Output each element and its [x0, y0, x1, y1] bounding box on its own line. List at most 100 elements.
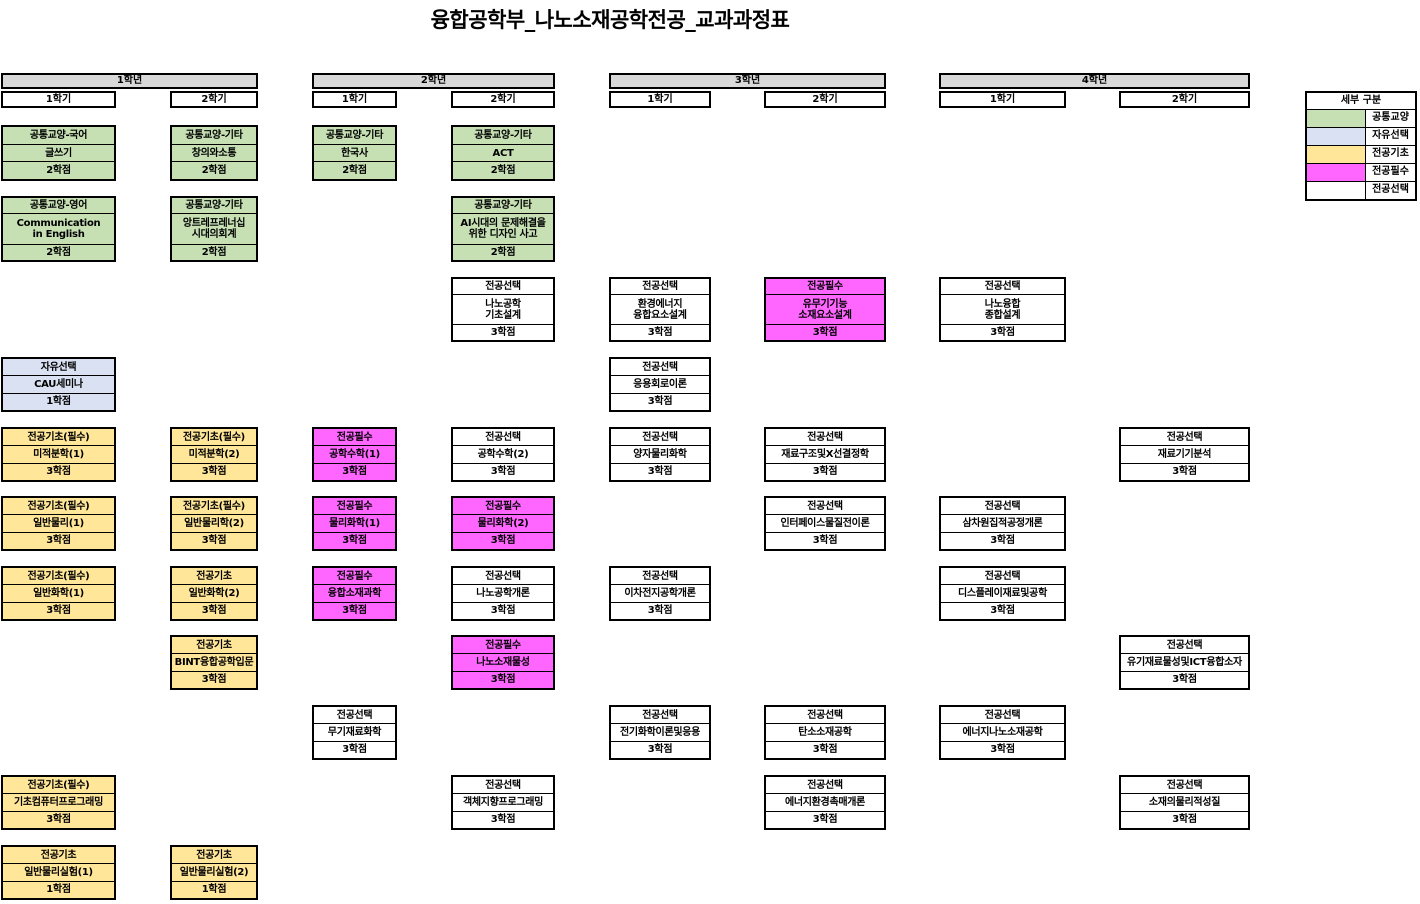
course-name: CAU세미나 — [3, 375, 114, 392]
legend-label: 전공필수 — [1372, 166, 1409, 177]
course-category: 전공필수 — [807, 280, 843, 292]
course-box: 전공기초(필수)일반화학(1)3학점 — [1, 566, 116, 621]
course-name-line: 나노융합 — [984, 298, 1021, 310]
course-name: 일반물리학(2) — [172, 514, 256, 531]
course-credit: 3학점 — [941, 740, 1064, 758]
course-name: 유기재료물성및ICT융합소자 — [1121, 653, 1248, 670]
course-credit: 3학점 — [1121, 462, 1248, 480]
semester-header-y4-s1: 1학기 — [939, 91, 1066, 108]
course-category: 전공선택 — [485, 431, 521, 443]
legend-box: 세부 구분 공통교양 자유선택 전공기초 전공필수 전공선택 — [1305, 91, 1417, 201]
legend-swatch — [1307, 164, 1366, 181]
course-name: 나노소재물성 — [453, 653, 553, 670]
course-credit: 3학점 — [172, 462, 256, 480]
year-header-4: 4학년 — [939, 73, 1250, 89]
legend-label: 전공기초 — [1372, 148, 1409, 159]
course-category: 전공선택 — [1166, 779, 1203, 791]
legend-row: 전공기초 — [1307, 145, 1415, 163]
course-category: 전공선택 — [642, 361, 678, 373]
legend-row: 전공필수 — [1307, 163, 1415, 181]
course-name: 창의와소통 — [172, 143, 256, 162]
course-name: 전기화학이론및응용 — [611, 723, 709, 740]
legend-swatch — [1307, 182, 1366, 199]
course-category: 전공필수 — [485, 500, 521, 512]
semester-header-y2-s1: 1학기 — [312, 91, 397, 108]
course-name-line: 유무기기능 — [802, 298, 848, 310]
course-name-line: 종합설계 — [984, 309, 1021, 321]
course-credit: 3학점 — [453, 324, 553, 340]
course-name: ACT — [453, 143, 553, 162]
course-name: 물리화학(2) — [453, 514, 553, 531]
course-credit: 3학점 — [766, 462, 884, 480]
course-name: 일반물리실험(2) — [172, 863, 256, 880]
course-name: 일반화학(2) — [172, 584, 256, 601]
semester-header-y1-s1: 1학기 — [1, 91, 116, 108]
course-name: 공학수학(2) — [453, 445, 553, 462]
legend-swatch — [1307, 110, 1366, 127]
legend-row: 공통교양 — [1307, 110, 1415, 127]
course-credit: 3학점 — [453, 531, 553, 549]
course-credit: 3학점 — [172, 670, 256, 688]
course-category: 전공선택 — [807, 709, 843, 721]
course-category: 전공기초(필수) — [183, 431, 245, 443]
course-name-line: in English — [32, 229, 85, 240]
course-name: 융합소재과학 — [314, 584, 395, 601]
course-name: 물리화학(1) — [314, 514, 395, 531]
course-credit: 2학점 — [3, 161, 114, 179]
course-category: 전공선택 — [642, 709, 678, 721]
course-credit: 3학점 — [766, 324, 884, 340]
course-name: 인터페이스물질전이론 — [766, 514, 884, 531]
course-category: 전공선택 — [807, 779, 843, 791]
course-category: 전공기초(필수) — [27, 500, 90, 512]
course-category: 전공선택 — [1166, 431, 1203, 443]
course-credit: 3학점 — [611, 392, 709, 410]
course-category: 전공선택 — [642, 570, 678, 582]
course-name: 응용회로이론 — [611, 375, 709, 392]
legend-row: 자유선택 — [1307, 127, 1415, 145]
course-category: 자유선택 — [40, 361, 77, 373]
course-credit: 3학점 — [453, 810, 553, 828]
course-name: 삼차원집적공정개론 — [941, 514, 1064, 531]
course-credit: 3학점 — [314, 531, 395, 549]
course-name: 재료구조및X선결정학 — [766, 445, 884, 462]
course-credit: 1학점 — [3, 392, 114, 410]
course-name: 기초컴퓨터프로그래밍 — [3, 793, 114, 810]
course-credit: 3학점 — [3, 601, 114, 619]
course-credit: 3학점 — [314, 740, 395, 758]
year-header-1: 1학년 — [1, 73, 258, 89]
course-credit: 3학점 — [1121, 810, 1248, 828]
course-name-line: 나노공학 — [485, 298, 521, 310]
course-category: 전공기초 — [196, 849, 232, 861]
course-name: 소재의물리적성질 — [1121, 793, 1248, 810]
course-category: 전공선택 — [485, 280, 521, 292]
course-credit: 2학점 — [453, 161, 553, 179]
course-category: 전공선택 — [336, 709, 373, 721]
course-name-line: 기초설계 — [485, 309, 521, 321]
semester-header-y1-s2: 2학기 — [170, 91, 258, 108]
